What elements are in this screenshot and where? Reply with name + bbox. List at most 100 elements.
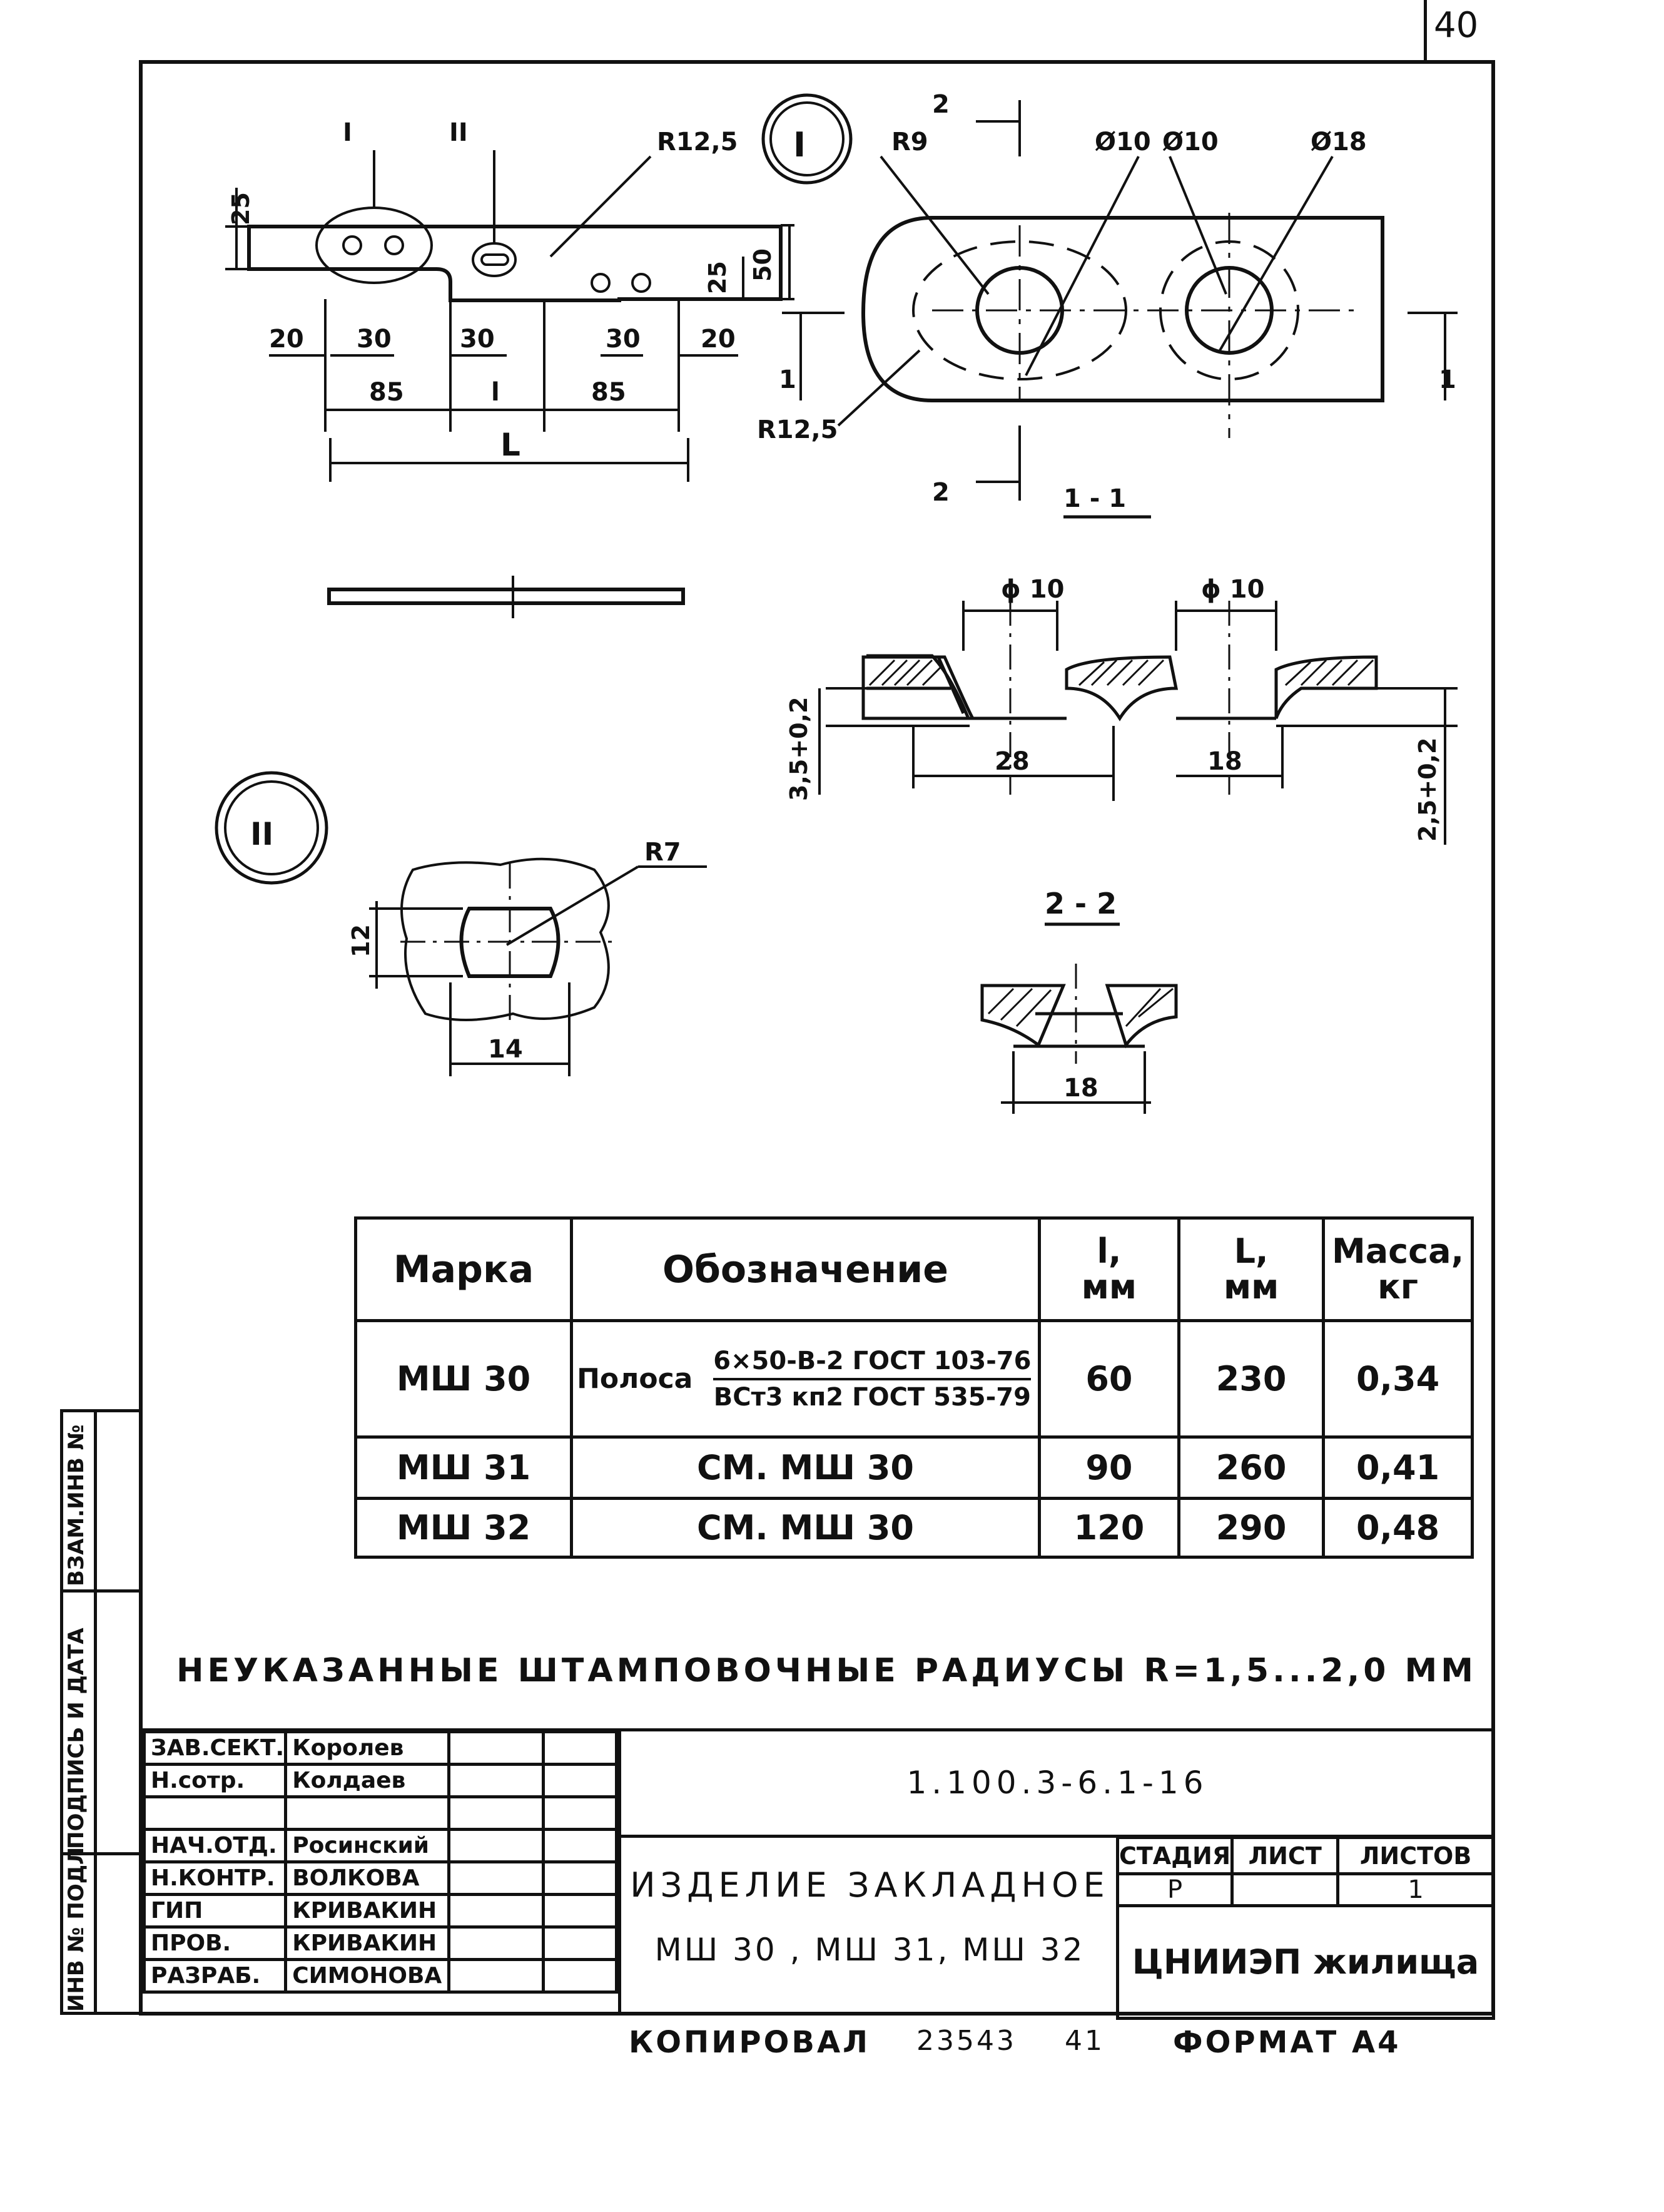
name: Королев — [284, 1730, 451, 1766]
sheets-label: ЛИСТОВ — [1336, 1836, 1495, 1875]
footer-copied: КОПИРОВАЛ — [629, 2025, 870, 2060]
signature — [447, 1925, 545, 1961]
cut-2-top: 2 — [932, 90, 950, 119]
name: Колдаев — [284, 1763, 451, 1798]
date — [541, 1860, 619, 1896]
dim-d18b: 18 — [1063, 1074, 1098, 1103]
approval-row: ЗАВ.СЕКТ.Королев — [142, 1730, 619, 1766]
dim-d10b: Ø10 — [1162, 128, 1219, 156]
date — [541, 1828, 619, 1863]
dim-d10a: Ø10 — [1095, 128, 1151, 156]
signature — [447, 1828, 545, 1863]
organization: ЦНИИЭП жилища — [1116, 1904, 1495, 2020]
signature — [447, 1795, 545, 1831]
drawing-frame — [139, 60, 1495, 2016]
role — [142, 1795, 288, 1831]
dim-r7: R7 — [644, 838, 681, 867]
role: ПРОВ. — [142, 1925, 288, 1961]
sheet-number-divider — [1424, 0, 1427, 60]
table-row: МШ 31 СМ. МШ 30 90 260 0,41 — [353, 1435, 1474, 1500]
row-mass: 0,34 — [1322, 1319, 1474, 1439]
dim-w30c: 30 — [606, 325, 641, 354]
approval-row: Н.сотр.Колдаев — [142, 1763, 619, 1798]
approval-row: НАЧ.ОТД.Росинский — [142, 1828, 619, 1863]
row-designation: СМ. МШ 30 — [570, 1435, 1041, 1500]
dim-d28: 28 — [995, 747, 1030, 776]
stage-table: СТАДИЯ ЛИСТ ЛИСТОВ Р 1 ЦНИИЭП жилища — [1115, 1836, 1495, 2020]
cut-1-right: 1 — [1439, 365, 1456, 394]
approval-row: РАЗРАБ.СИМОНОВА — [142, 1958, 619, 1994]
dim-t35: 3,5+0,2 — [785, 697, 813, 801]
role: ГИП — [142, 1893, 288, 1929]
name: ВОЛКОВА — [284, 1860, 451, 1896]
role: НАЧ.ОТД. — [142, 1828, 288, 1863]
table-row: МШ 30 Полоса 6×50-В-2 ГОСТ 103-76 ВСт3 к… — [353, 1319, 1474, 1439]
footer-number: 23543 — [916, 2025, 1017, 2057]
dim-h12: 12 — [347, 924, 375, 957]
dim-w85b: 85 — [591, 378, 626, 407]
dim-r12-5b: R12,5 — [757, 415, 838, 444]
side-strip-sep-1 — [60, 1589, 140, 1593]
signature — [447, 1860, 545, 1896]
dim-w14: 14 — [488, 1035, 523, 1064]
callout-I-label: I — [343, 118, 352, 147]
approval-row: Н.КОНТР.ВОЛКОВА — [142, 1860, 619, 1896]
sheet-number: 40 — [1434, 5, 1479, 46]
dim-t25: 2,5+0,2 — [1414, 738, 1441, 842]
dim-wL: L — [500, 427, 520, 463]
dim-d18s: 18 — [1207, 747, 1242, 776]
role: Н.сотр. — [142, 1763, 288, 1798]
footer-page: 41 — [1065, 2025, 1105, 2057]
dim-r12-5: R12,5 — [657, 128, 738, 156]
row-mark: МШ 32 — [353, 1497, 574, 1559]
row-L: 260 — [1177, 1435, 1326, 1500]
title-line-1: ИЗДЕЛИЕ ЗАКЛАДНОЕ — [630, 1865, 1110, 1905]
sheet-value — [1230, 1872, 1340, 1907]
side-label-podpis: ПОДПИСЬ И ДАТА — [64, 1628, 89, 1849]
designation-prefix: Полоса — [577, 1363, 693, 1395]
approval-table: ЗАВ.СЕКТ.Королев Н.сотр.Колдаев НАЧ.ОТД.… — [142, 1730, 619, 1994]
title-cell: ИЗДЕЛИЕ ЗАКЛАДНОЕ МШ 30 , МШ 31, МШ 32 — [618, 1838, 1119, 2016]
approval-row: ПРОВ.КРИВАКИН — [142, 1925, 619, 1961]
row-mark: МШ 30 — [353, 1319, 574, 1439]
name: КРИВАКИН — [284, 1925, 451, 1961]
date — [541, 1893, 619, 1929]
sheets-value: 1 — [1336, 1872, 1495, 1907]
footer-format: ФОРМАТ А4 — [1173, 2025, 1401, 2060]
header-mark: Марка — [353, 1216, 574, 1322]
name: СИМОНОВА — [284, 1958, 451, 1994]
stage-value: Р — [1115, 1872, 1234, 1907]
detail-II-label: II — [250, 816, 273, 852]
section-2-2-label: 2 - 2 — [1045, 887, 1117, 920]
header-mass: Масса, кг — [1322, 1216, 1474, 1322]
row-mass: 0,48 — [1322, 1497, 1474, 1559]
document-code: 1.100.3-6.1-16 — [618, 1730, 1494, 1838]
signature — [447, 1958, 545, 1994]
dim-h50: 50 — [749, 248, 776, 282]
date — [541, 1925, 619, 1961]
sheet-label: ЛИСТ — [1230, 1836, 1340, 1875]
detail-I-label: I — [793, 125, 806, 165]
dim-wl: l — [491, 378, 500, 407]
role: ЗАВ.СЕКТ. — [142, 1730, 288, 1766]
row-designation: СМ. МШ 30 — [570, 1497, 1041, 1559]
row-l: 90 — [1037, 1435, 1181, 1500]
row-designation: Полоса 6×50-В-2 ГОСТ 103-76 ВСт3 кп2 ГОС… — [570, 1319, 1041, 1439]
cut-2-bottom: 2 — [932, 478, 950, 507]
designation-top: 6×50-В-2 ГОСТ 103-76 — [713, 1347, 1032, 1380]
signature — [447, 1730, 545, 1766]
title-line-2: МШ 30 , МШ 31, МШ 32 — [654, 1932, 1085, 1968]
dim-d18: Ø18 — [1311, 128, 1367, 156]
role: Н.КОНТР. — [142, 1860, 288, 1896]
title-block-top — [143, 1728, 1494, 1731]
side-label-inv: ИНВ № ПОДЛ — [64, 1847, 89, 2012]
dim-w20a: 20 — [269, 325, 304, 354]
side-strip — [60, 1409, 140, 2015]
dim-w30a: 30 — [357, 325, 392, 354]
row-l: 60 — [1037, 1319, 1181, 1439]
dim-w20b: 20 — [701, 325, 736, 354]
name — [284, 1795, 451, 1831]
callout-II-label: II — [449, 118, 468, 147]
